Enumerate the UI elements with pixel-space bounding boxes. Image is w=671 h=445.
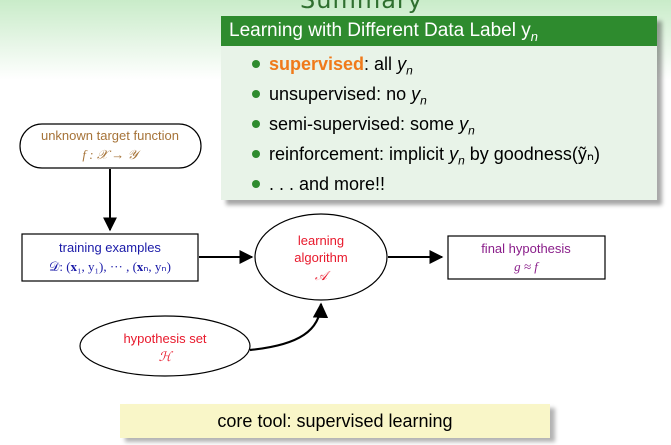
bullet-icon [252, 90, 260, 98]
item-var: y [449, 144, 459, 164]
item-tail: by goodness(ỹₙ) [464, 144, 600, 164]
item-var: y [411, 84, 421, 104]
training-label: training examples [59, 240, 161, 255]
list-item: unsupervised: no yn [221, 79, 657, 109]
algorithm-symbol: 𝒜 [315, 268, 331, 283]
core-tool-box: core tool: supervised learning [120, 404, 550, 438]
item-sub: n [458, 153, 465, 168]
bullet-icon [252, 120, 260, 128]
item-sub: n [406, 63, 413, 78]
hypothesis-set-symbol: ℋ [159, 349, 174, 364]
list-item: reinforcement: implicit yn by goodness(ỹ… [221, 139, 657, 169]
item-text: semi-supervised: some [269, 114, 460, 134]
final-formula: g ≈ f [514, 259, 540, 274]
arrow-hypothesis-to-algorithm [249, 302, 329, 352]
item-sub: n [468, 123, 475, 138]
list-item: semi-supervised: some yn [221, 109, 657, 139]
item-text: reinforcement: implicit [269, 144, 450, 164]
target-label: unknown target function [41, 128, 179, 143]
bullet-icon [252, 150, 260, 158]
list-item: . . . and more!! [221, 169, 657, 199]
final-hypothesis-node: final hypothesis g ≈ f [447, 235, 606, 280]
hypothesis-set-node: hypothesis set ℋ [79, 315, 251, 377]
slide-title: Summary [300, 0, 423, 14]
hypothesis-set-label: hypothesis set [123, 331, 206, 346]
list-item: supervised: all yn [221, 49, 657, 79]
item-sub: n [420, 93, 427, 108]
learning-types-header-text: Learning with Different Data Label y [229, 20, 531, 41]
algorithm-label-2: algorithm [294, 250, 347, 265]
item-text: : all [364, 54, 398, 74]
learning-types-list: supervised: all yn unsupervised: no yn s… [221, 46, 657, 199]
target-formula: f : 𝒳 → 𝒴 [82, 147, 141, 162]
learning-types-header-sub: n [530, 28, 538, 44]
item-text: . . . and more!! [269, 174, 386, 194]
training-formula: 𝒟: (𝐱₁, y₁), ··· , (𝐱ₙ, yₙ) [49, 259, 171, 274]
target-function-node: unknown target function f : 𝒳 → 𝒴 [19, 123, 202, 169]
bullet-icon [252, 60, 260, 68]
bullet-icon [252, 180, 260, 188]
algorithm-label-1: learning [298, 233, 344, 248]
training-examples-node: training examples 𝒟: (𝐱₁, y₁), ··· , (𝐱ₙ… [21, 233, 199, 282]
learning-algorithm-node: learning algorithm 𝒜 [254, 213, 388, 301]
item-var: y [459, 114, 469, 134]
learning-types-box: Learning with Different Data Label yn su… [221, 16, 657, 200]
final-label: final hypothesis [481, 241, 571, 256]
item-var: y [397, 54, 407, 74]
item-text: unsupervised: no [269, 84, 412, 104]
learning-types-header: Learning with Different Data Label yn [221, 16, 657, 46]
supervised-highlight: supervised [269, 54, 365, 74]
